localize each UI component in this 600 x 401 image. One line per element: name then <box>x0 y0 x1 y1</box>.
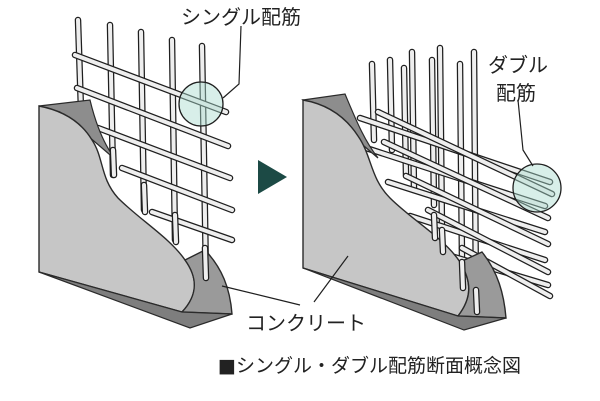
diagram-caption: ■シングル・ダブル配筋断面概念図 <box>218 354 521 377</box>
horizontal-rebars <box>71 51 236 244</box>
double-rebar-highlight-circle <box>512 163 562 213</box>
vertical-rebar <box>408 48 418 194</box>
concrete-bottom <box>302 267 507 331</box>
vertical-rebars-front <box>109 146 210 282</box>
vertical-rebar <box>368 60 378 144</box>
vertical-rebar <box>168 36 179 244</box>
horizontal-rebar <box>148 208 236 244</box>
vertical-rebars-front <box>430 211 481 316</box>
vertical-rebar-stub <box>430 211 439 242</box>
concrete-leader-line-left <box>221 285 301 306</box>
horizontal-rebar <box>424 206 552 276</box>
vertical-rebar <box>137 28 148 214</box>
double-rebar-label-line1: ダブル <box>488 53 548 77</box>
vertical-rebar-stub <box>201 244 210 282</box>
double-rebar-label-line2: 配筋 <box>496 81 536 105</box>
horizontal-rebar <box>73 84 232 150</box>
concrete-top-edge <box>301 93 379 159</box>
horizontal-rebar <box>374 108 556 198</box>
double-rebar-leader-line <box>517 99 534 167</box>
vertical-rebar-stub <box>109 146 118 179</box>
vertical-rebar <box>198 42 210 279</box>
vertical-rebar-stub <box>458 258 467 292</box>
vertical-rebar <box>428 56 438 209</box>
horizontal-rebar <box>71 51 230 116</box>
concrete-leader-line-right <box>313 255 349 303</box>
vertical-rebar <box>386 56 396 154</box>
vertical-rebars-back <box>74 16 210 279</box>
horizontal-rebar <box>402 172 552 248</box>
horizontal-rebars <box>356 108 556 300</box>
concrete-wall-left <box>38 99 233 329</box>
vertical-rebar-stub <box>472 286 481 316</box>
single-rebar-panel: シングル配筋 <box>38 5 301 329</box>
concrete-label: コンクリート <box>246 311 366 335</box>
double-rebar-panel: ダブル 配筋 <box>301 44 562 331</box>
horizontal-rebar <box>118 164 236 214</box>
vertical-rebar-stub <box>140 181 149 216</box>
concrete-wall-right <box>301 93 507 331</box>
concrete-side <box>456 251 507 319</box>
single-rebar-label: シングル配筋 <box>181 5 301 29</box>
right-triangle-arrow-icon <box>258 160 287 194</box>
single-rebar-leader-line <box>222 25 242 99</box>
vertical-rebar-stub <box>438 226 447 256</box>
horizontal-rebar <box>94 124 234 182</box>
vertical-rebar-stub <box>171 211 180 246</box>
concrete-bottom <box>38 271 233 329</box>
single-rebar-highlight-circle <box>178 81 224 127</box>
